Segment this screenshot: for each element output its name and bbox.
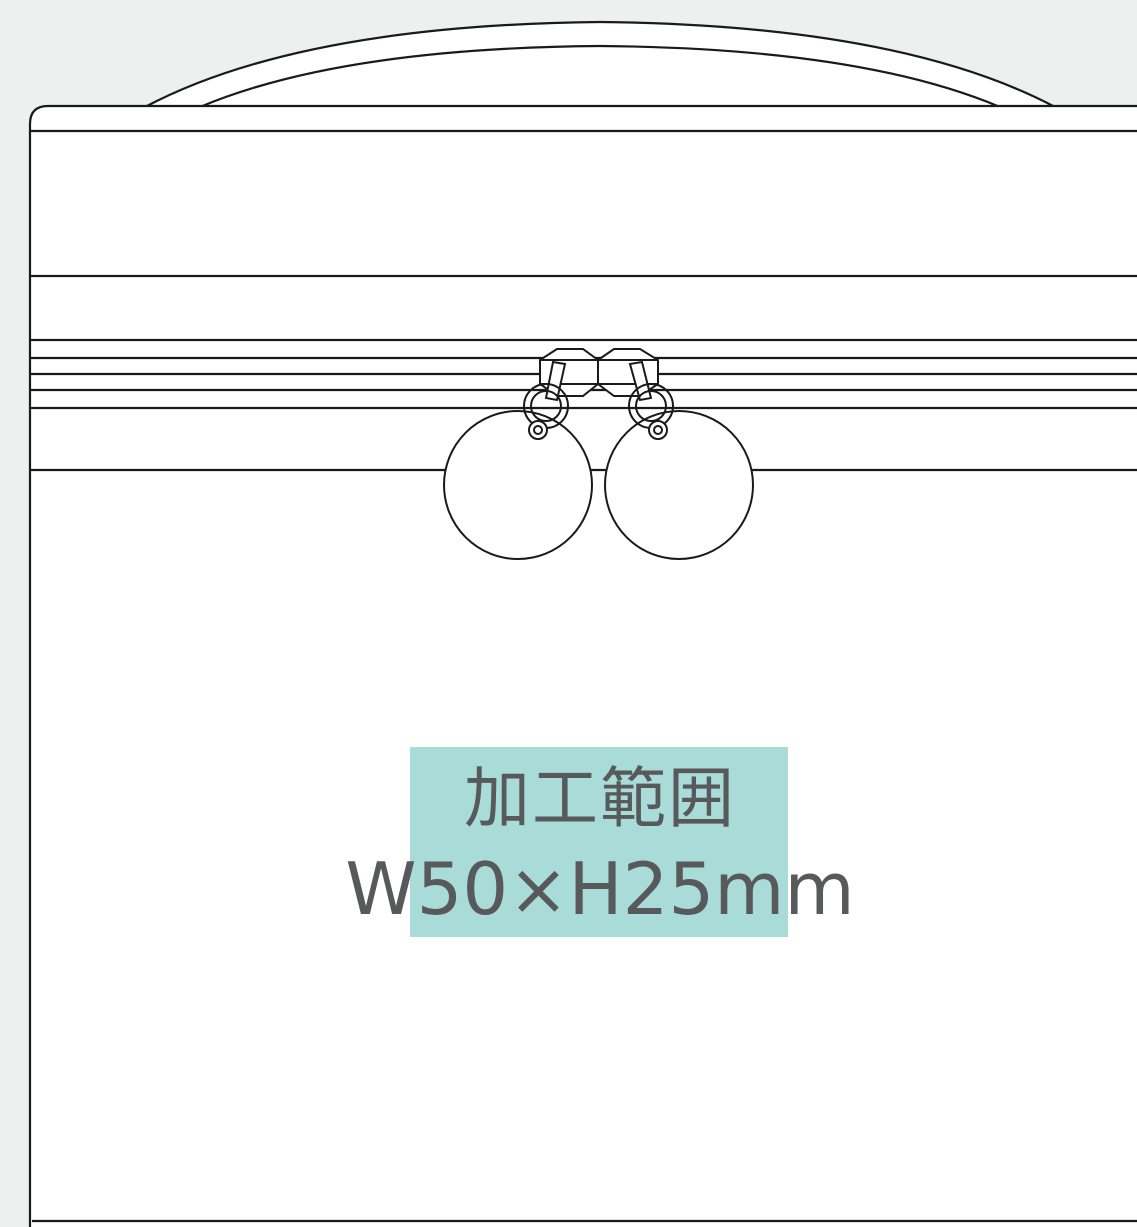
round-zipper-puller-right-icon <box>604 360 754 560</box>
round-zipper-puller-left-icon <box>443 360 593 560</box>
bag-body <box>28 104 1137 1227</box>
print-area-title: 加工範囲 <box>464 760 736 837</box>
bag-handle-icon <box>144 20 1056 109</box>
print-area-fill <box>410 747 788 937</box>
print-area <box>410 747 788 937</box>
print-area-size: W50×H25mm <box>345 847 855 931</box>
